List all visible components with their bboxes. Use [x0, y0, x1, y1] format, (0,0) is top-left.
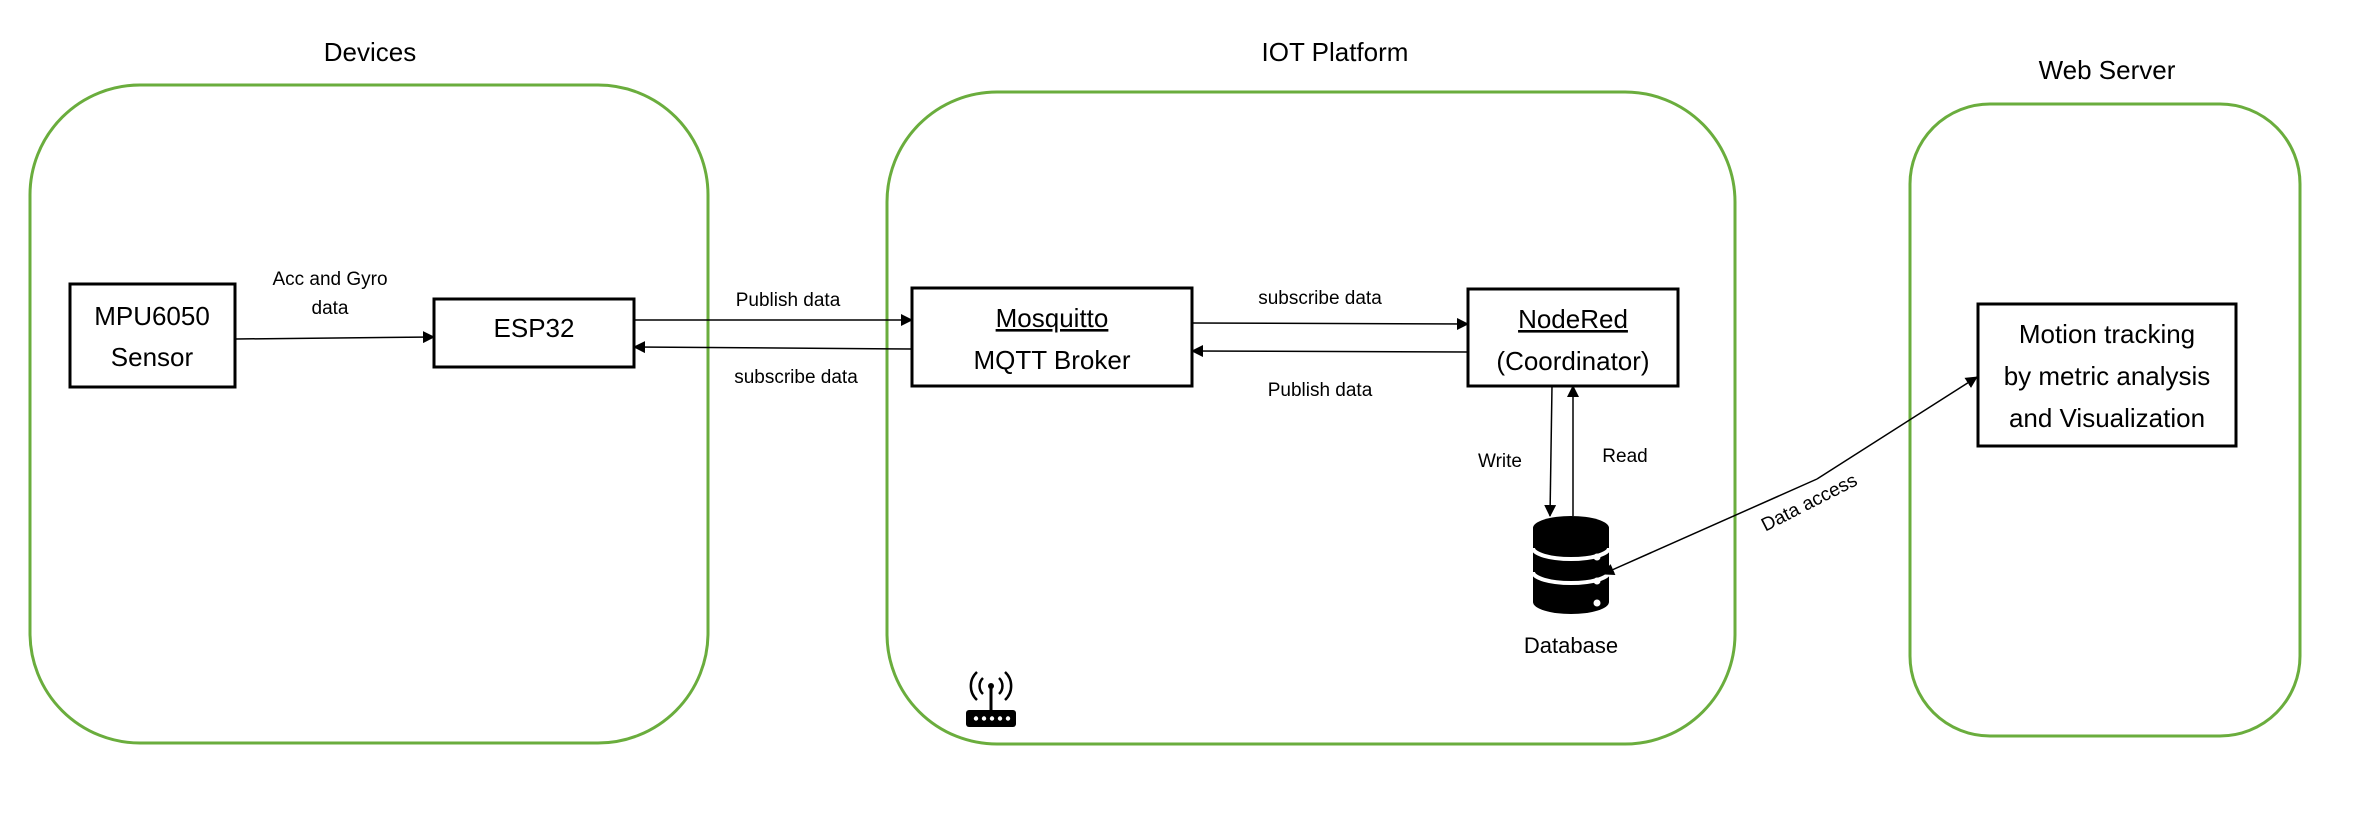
write-label: Write — [1478, 451, 1522, 472]
nodered-to-database-arrow — [1544, 385, 1557, 517]
nodered-to-mqtt-arrow — [1191, 345, 1469, 358]
database-to-web-arrow — [1816, 376, 1978, 480]
wifi-router-icon — [966, 671, 1016, 727]
acc-gyro-label-line1: Acc and Gyro — [272, 269, 387, 290]
mosquitto-label: Mosquitto — [996, 303, 1109, 333]
mqtt-to-nodered-arrow — [1191, 317, 1469, 330]
iot-platform-group — [885, 90, 1737, 746]
motion-line3: and Visualization — [2009, 403, 2205, 433]
mqtt-broker-label: MQTT Broker — [974, 345, 1131, 375]
devices-group — [28, 83, 710, 745]
nodered-subscribe-label: subscribe data — [1258, 288, 1382, 309]
read-label: Read — [1602, 446, 1647, 467]
devices-title: Devices — [324, 37, 416, 67]
data-access-label: Data access — [1758, 470, 1861, 536]
web-to-database-arrow — [1602, 478, 1818, 576]
coordinator-label: (Coordinator) — [1496, 346, 1649, 376]
mqtt-to-esp32-arrow — [633, 341, 913, 354]
web-server-title: Web Server — [2039, 55, 2176, 85]
nodered-publish-label: Publish data — [1268, 380, 1373, 401]
mpu6050-sensor-box — [68, 282, 237, 389]
acc-gyro-label-line2: data — [312, 298, 349, 319]
mosquitto-broker-box — [910, 286, 1194, 388]
esp32-label: ESP32 — [494, 313, 575, 343]
motion-line1: Motion tracking — [2019, 319, 2195, 349]
iot-platform-title: IOT Platform — [1262, 37, 1409, 67]
sensor-label: Sensor — [111, 342, 194, 372]
mpu6050-label: MPU6050 — [94, 301, 210, 331]
database-icon — [1531, 516, 1611, 614]
motion-line2: by metric analysis — [2004, 361, 2211, 391]
nodered-label: NodeRed — [1518, 304, 1628, 334]
esp-subscribe-label: subscribe data — [734, 367, 858, 388]
motion-tracking-box — [1976, 302, 2238, 448]
database-label: Database — [1524, 633, 1618, 658]
nodered-box — [1466, 287, 1680, 388]
mpu-to-esp32-arrow — [235, 331, 435, 344]
esp-publish-label: Publish data — [736, 290, 841, 311]
